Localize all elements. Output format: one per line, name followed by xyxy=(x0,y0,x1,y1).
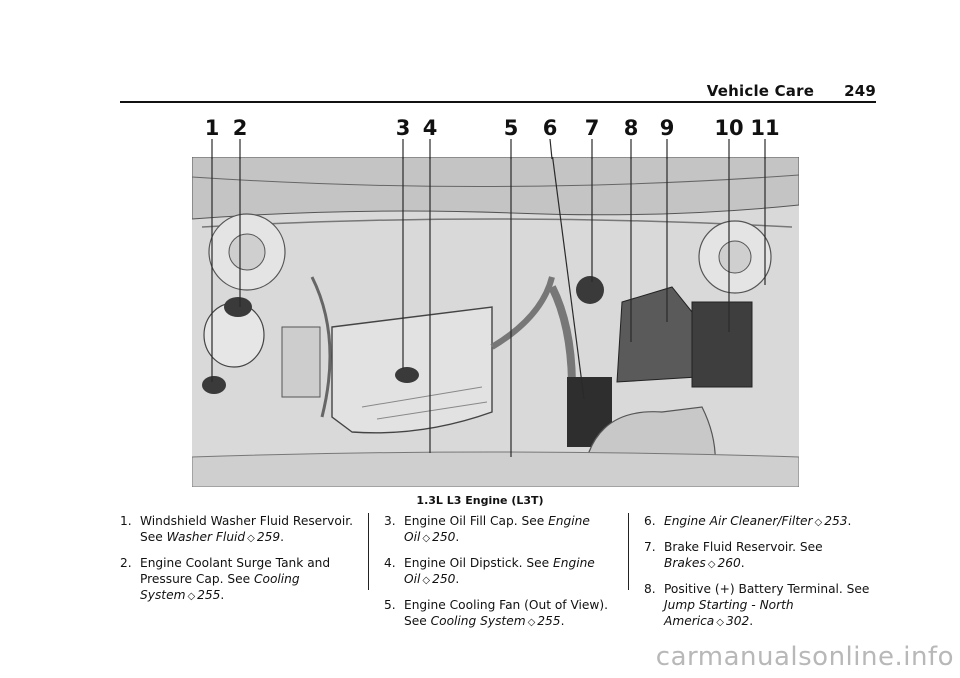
legend-item-7: 7.Brake Fluid Reservoir. See Brakes◇260. xyxy=(644,540,823,570)
header-rule xyxy=(120,101,876,103)
cross-reference-link[interactable]: Brakes xyxy=(664,556,706,570)
page-arrow-icon: ◇ xyxy=(527,617,536,628)
legend-item-6: 6.Engine Air Cleaner/Filter◇253. xyxy=(644,514,852,528)
legend-item-5: 5.Engine Cooling Fan (Out of View). See … xyxy=(384,598,609,628)
page-arrow-icon: ◇ xyxy=(716,617,724,628)
callout-1: 1 xyxy=(204,116,220,140)
callout-7: 7 xyxy=(584,116,600,140)
cross-reference-link[interactable]: Washer Fluid xyxy=(166,530,246,544)
section-title: Vehicle Care xyxy=(706,82,815,100)
cross-reference-link[interactable]: Cooling System xyxy=(140,572,300,602)
legend-column-3: 6.Engine Air Cleaner/Filter◇253. 7.Brake… xyxy=(644,513,884,639)
callout-2: 2 xyxy=(232,116,248,140)
page-arrow-icon: ◇ xyxy=(814,517,823,528)
page-arrow-icon: ◇ xyxy=(187,591,196,602)
page-header: Vehicle Care 249 xyxy=(120,82,876,100)
leader-line-stubs xyxy=(211,139,766,159)
page-arrow-icon: ◇ xyxy=(422,533,431,544)
figure-caption: 1.3L L3 Engine (L3T) xyxy=(416,494,544,507)
legend-item-4: 4.Engine Oil Dipstick. See Engine Oil◇25… xyxy=(384,556,595,586)
legend-item-8: 8.Positive (+) Battery Terminal. See Jum… xyxy=(644,582,870,628)
legend-item-1: 1.Windshield Washer Fluid Reservoir. See… xyxy=(120,514,353,544)
cross-reference-link[interactable]: Cooling System xyxy=(430,614,526,628)
legend-item-2: 2.Engine Coolant Surge Tank and Pressure… xyxy=(120,556,331,602)
engine-bay-illustration xyxy=(192,157,799,487)
page-arrow-icon: ◇ xyxy=(247,533,255,544)
callout-3: 3 xyxy=(395,116,411,140)
callout-6: 6 xyxy=(542,116,558,140)
column-divider xyxy=(628,513,629,590)
watermark: carmanualsonline.info xyxy=(655,642,954,672)
callout-10: 10 xyxy=(714,116,744,140)
cross-reference-link[interactable]: Engine Oil xyxy=(404,514,590,544)
engine-bay-drawing xyxy=(192,157,799,487)
legend-column-1: 1.Windshield Washer Fluid Reservoir. See… xyxy=(120,513,360,613)
callout-9: 9 xyxy=(659,116,675,140)
page-arrow-icon: ◇ xyxy=(422,575,431,586)
legend-item-3: 3.Engine Oil Fill Cap. See Engine Oil◇25… xyxy=(384,514,590,544)
page-arrow-icon: ◇ xyxy=(707,559,716,570)
cross-reference-link[interactable]: Engine Oil xyxy=(404,556,595,586)
page-number: 249 xyxy=(844,82,876,100)
column-divider xyxy=(368,513,369,590)
callout-5: 5 xyxy=(503,116,519,140)
cross-reference-link[interactable]: Engine Air Cleaner/Filter xyxy=(664,514,813,528)
legend-column-2: 3.Engine Oil Fill Cap. See Engine Oil◇25… xyxy=(384,513,620,639)
callout-11: 11 xyxy=(750,116,780,140)
callout-8: 8 xyxy=(623,116,639,140)
cross-reference-link[interactable]: Jump Starting - North America xyxy=(664,598,794,628)
callout-4: 4 xyxy=(422,116,438,140)
